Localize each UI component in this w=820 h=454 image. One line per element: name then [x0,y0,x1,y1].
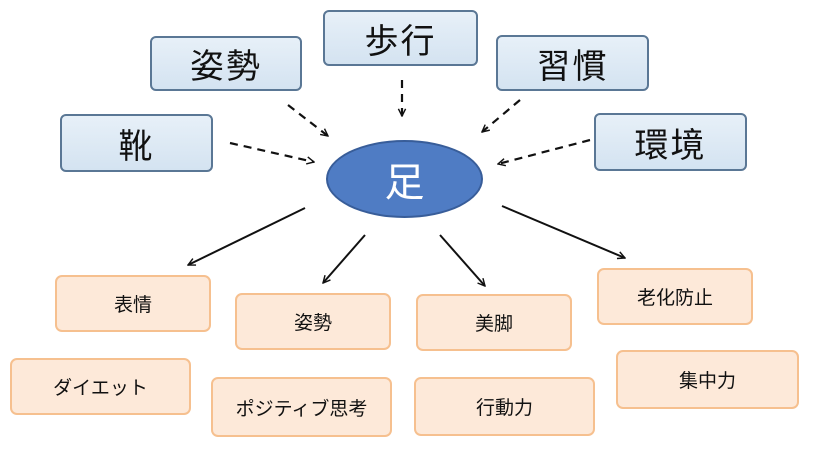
effect-box-posture: 姿勢 [235,293,391,350]
arrow-foot-to-anti-aging [501,205,625,258]
effect-box-concentration: 集中力 [616,350,799,409]
arrow-foot-to-expression [188,207,306,266]
arrow-foot-to-posture [323,234,366,283]
effect-box-anti-aging: 老化防止 [597,268,753,325]
effect-box-positive-thinking: ポジティブ思考 [211,377,392,437]
cause-box-shoes: 靴 [60,114,213,172]
arrow-environment-to-foot [498,138,591,164]
cause-box-walking: 歩行 [323,10,478,66]
center-node-foot: 足 [326,140,483,218]
effect-box-drive: 行動力 [414,377,595,436]
cause-box-environment: 環境 [594,113,747,171]
effect-box-expression: 表情 [55,275,211,332]
arrow-shoes-to-foot [229,141,314,162]
cause-box-habit: 習慣 [496,35,649,91]
arrow-foot-to-beautiful-legs [439,234,485,286]
arrow-habit-to-foot [482,99,521,132]
arrow-posture-to-foot [287,104,328,136]
effect-box-diet: ダイエット [10,358,191,415]
effect-box-beautiful-legs: 美脚 [416,294,572,351]
cause-box-posture: 姿勢 [150,36,302,91]
